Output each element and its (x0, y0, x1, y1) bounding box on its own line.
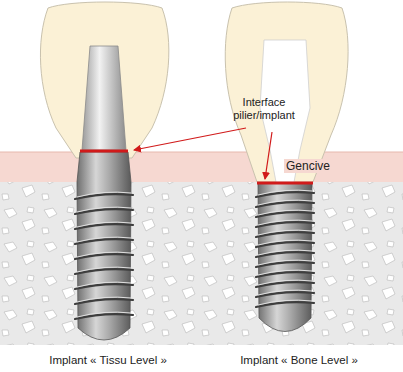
leader-arrow (134, 128, 246, 150)
caption: Implant « Bone Level » (214, 354, 384, 368)
tissue-label: Gencive (284, 159, 332, 173)
screw-threads (75, 190, 314, 319)
interface-line (257, 182, 313, 185)
leader-arrow (265, 132, 272, 179)
gum-band (0, 152, 403, 182)
abutment (82, 46, 126, 150)
caption: Implant « Tissu Level » (28, 354, 188, 368)
interface-line (80, 150, 128, 153)
interface-label: Interface pilier/implant (216, 96, 312, 122)
crown (40, 2, 168, 158)
bone (0, 182, 403, 345)
crown (225, 2, 348, 182)
implant-body (77, 152, 131, 340)
